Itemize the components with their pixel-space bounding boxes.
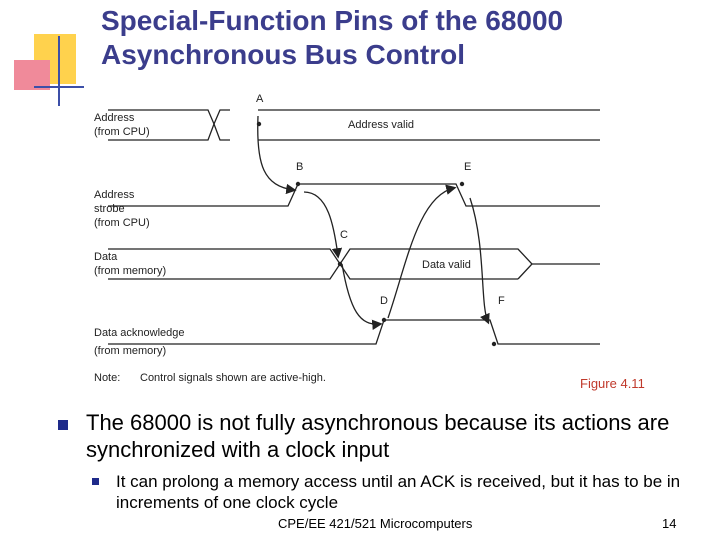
title-line-1: Special-Function Pins of the 68000 <box>101 5 564 36</box>
title-line-2: Asynchronous Bus Control <box>101 39 466 70</box>
data-label-2: (from memory) <box>94 265 166 277</box>
data-label-1: Data <box>94 251 118 263</box>
point-label-e: E <box>464 161 471 173</box>
bullet-text-2: It can prolong a memory access until an … <box>116 472 681 512</box>
footer-course: CPE/EE 421/521 Microcomputers <box>278 516 473 531</box>
address-strobe-waveform <box>108 183 600 207</box>
point-label-a: A <box>256 93 264 105</box>
strobe-label-1: Address <box>94 189 135 201</box>
address-label-1: Address <box>94 112 135 124</box>
bullet-square-icon <box>58 420 68 430</box>
note-text: Control signals shown are active-high. <box>140 372 326 384</box>
point-label-d: D <box>380 295 388 307</box>
figure-caption: Figure 4.11 <box>580 376 645 391</box>
address-bus-waveform <box>108 109 600 141</box>
decor-horizontal-line <box>34 86 84 88</box>
point-label-b: B <box>296 161 303 173</box>
strobe-label-2: strobe <box>94 203 125 215</box>
decor-pink-square <box>14 60 50 90</box>
data-ack-waveform <box>108 319 600 345</box>
address-label-2: (from CPU) <box>94 126 150 138</box>
strobe-label-3: (from CPU) <box>94 217 150 229</box>
decor-vertical-line <box>58 36 60 106</box>
timing-diagram: A B C D E F Address valid Data valid Add… <box>94 93 600 384</box>
point-label-c: C <box>340 229 348 241</box>
slide-title: Special-Function Pins of the 68000 Async… <box>101 4 701 72</box>
data-bus-waveform <box>108 248 600 280</box>
page-number: 14 <box>662 516 677 531</box>
bullet-text-1: The 68000 is not fully asynchronous beca… <box>86 410 670 462</box>
ack-label-1: Data acknowledge <box>94 327 185 339</box>
point-label-f: F <box>498 295 505 307</box>
data-valid-label: Data valid <box>422 259 471 271</box>
handshake-arrows <box>257 115 490 330</box>
ack-label-2: (from memory) <box>94 345 166 357</box>
note-label: Note: <box>94 372 120 384</box>
address-valid-label: Address valid <box>348 119 414 131</box>
point-dots <box>256 121 497 347</box>
sub-bullet-square-icon <box>92 478 99 485</box>
